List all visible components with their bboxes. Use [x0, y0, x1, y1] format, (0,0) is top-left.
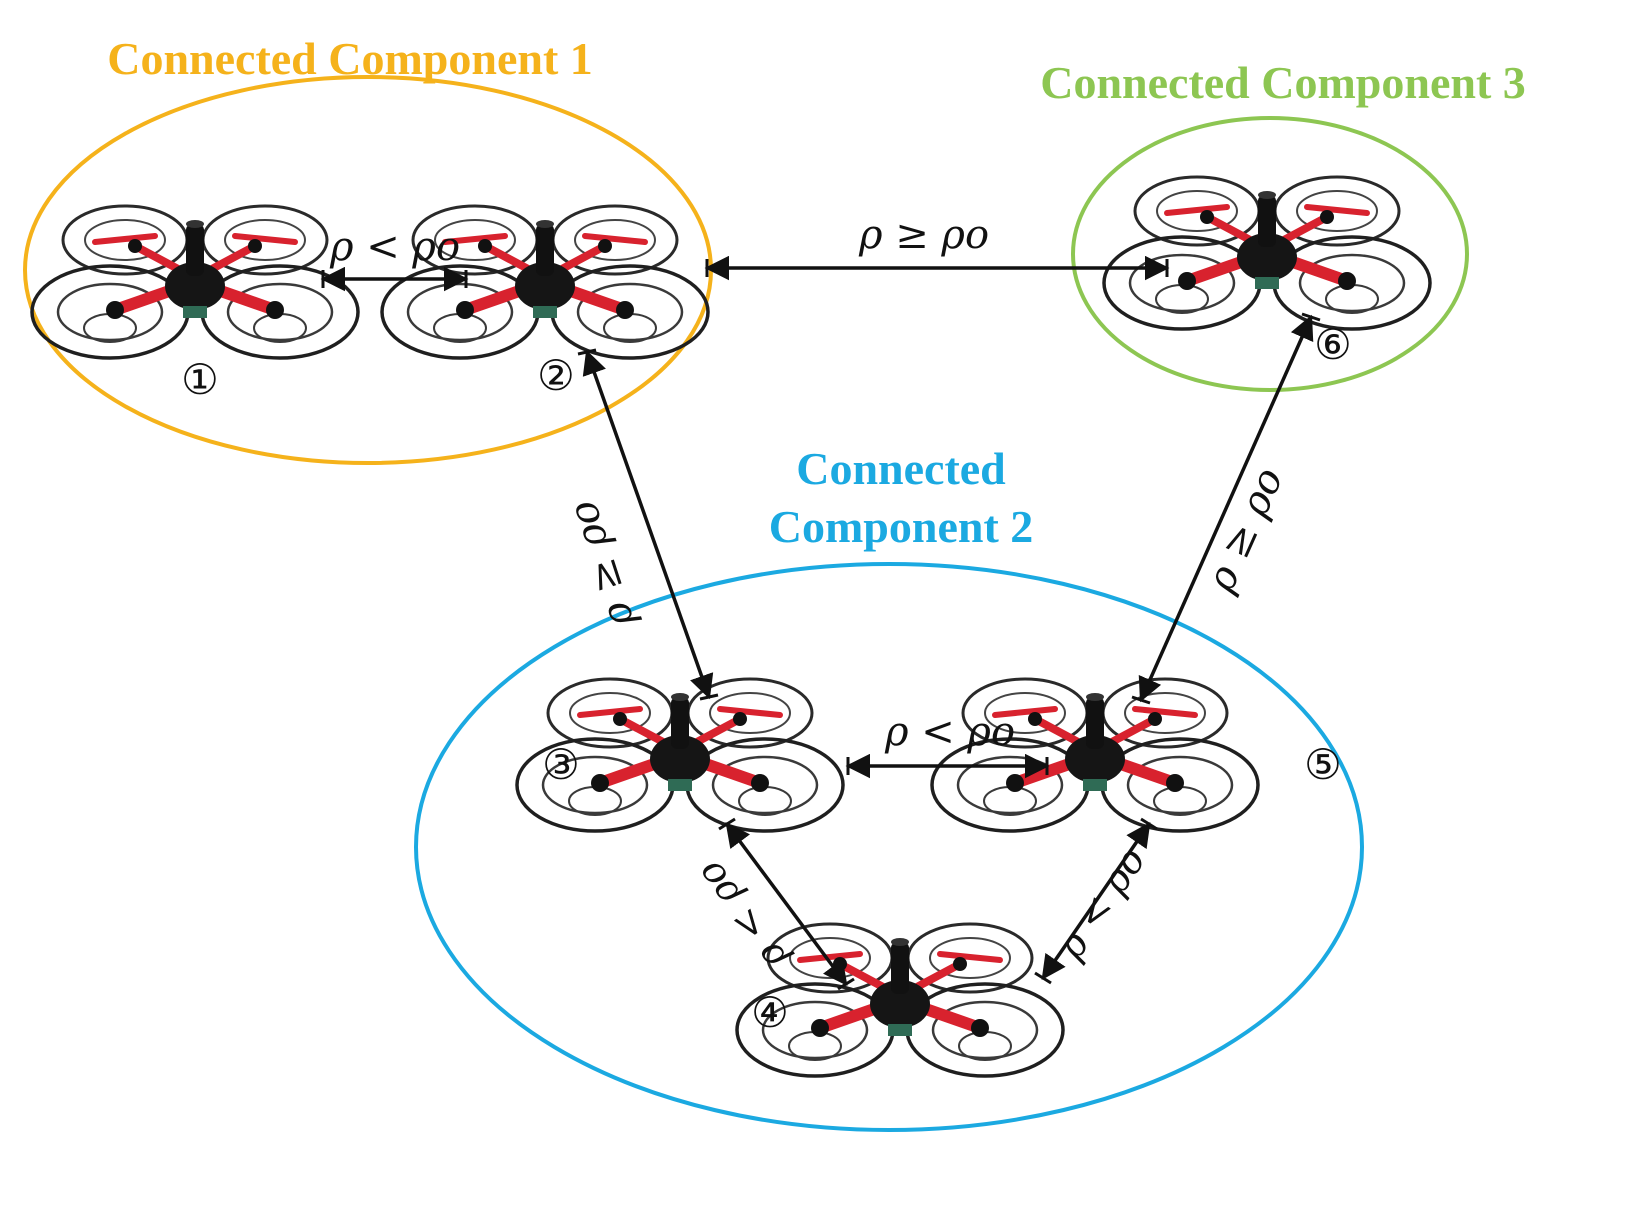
edge-label-2-3: ρ ≥ ρo [560, 495, 644, 634]
edge-3-5 [845, 753, 1050, 779]
edge-3-4 [718, 817, 855, 991]
component-1-region [23, 75, 713, 465]
edge-label-2-6: ρ ≥ ρo [858, 212, 989, 258]
node-label-3: ③ [542, 740, 580, 789]
node-label-4: ④ [751, 988, 789, 1037]
edge-label-3-4: ρ < ρo [687, 853, 796, 980]
edge-label-4-5: ρ < ρo [1048, 839, 1154, 967]
edge-2-6 [704, 255, 1170, 281]
node-label-1: ① [181, 355, 219, 404]
caged-quadcopter-icon [932, 679, 1258, 831]
component-2-title-line2: Component 2 [769, 501, 1034, 552]
component-3-title: Connected Component 3 [1040, 57, 1526, 108]
caged-quadcopter-icon [1104, 177, 1430, 329]
edge-label-1-2: ρ < ρo [329, 224, 460, 270]
edge-2-3 [577, 348, 719, 701]
component-2-title-line1: Connected [796, 443, 1006, 494]
edge-5-6 [1131, 312, 1321, 705]
node-label-2: ② [537, 351, 575, 400]
node-label-5: ⑤ [1304, 740, 1342, 789]
component-2-region [414, 562, 1364, 1132]
caged-quadcopter-icon [32, 206, 358, 358]
edge-1-2 [320, 266, 469, 292]
edge-4-5 [1034, 817, 1158, 985]
edge-label-5-6: ρ ≥ ρo [1197, 461, 1292, 599]
node-label-6: ⑥ [1314, 320, 1352, 369]
edge-label-3-5: ρ < ρo [884, 709, 1015, 755]
component-1-title: Connected Component 1 [107, 33, 593, 84]
